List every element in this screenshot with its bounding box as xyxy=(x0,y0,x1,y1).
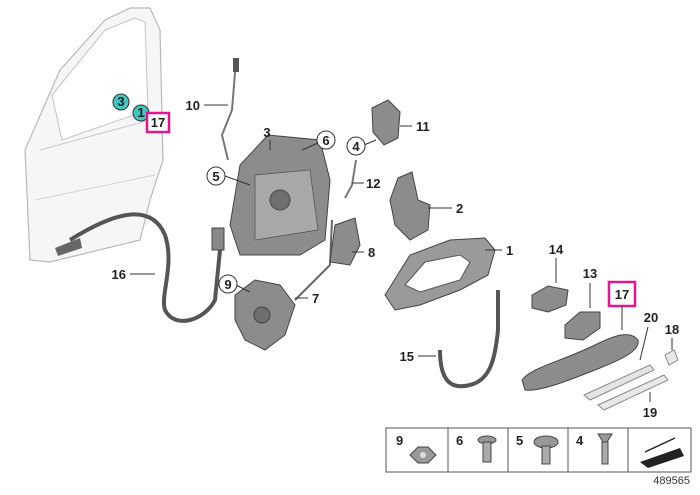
svg-text:16: 16 xyxy=(112,267,126,282)
svg-text:18: 18 xyxy=(665,322,679,337)
svg-text:14: 14 xyxy=(549,242,564,257)
callout-5: 5 xyxy=(206,166,251,186)
svg-text:3: 3 xyxy=(117,94,124,109)
svg-text:10: 10 xyxy=(186,98,200,113)
part-15-cable: 15 xyxy=(400,290,500,389)
svg-text:13: 13 xyxy=(583,266,597,281)
callout-9: 9 xyxy=(218,274,251,294)
fastener-6-label: 6 xyxy=(456,433,463,448)
svg-text:6: 6 xyxy=(322,133,329,148)
front-door-outline xyxy=(24,7,164,263)
fastener-9-label: 9 xyxy=(396,433,403,448)
svg-text:17: 17 xyxy=(615,287,629,302)
svg-text:5: 5 xyxy=(212,169,219,184)
part-14-cap: 14 xyxy=(531,242,569,313)
door-marker-3: 3 xyxy=(112,93,130,111)
part-18-end-cap: 18 xyxy=(664,322,679,366)
callout-6: 6 xyxy=(301,130,336,151)
door-marker-17: 17 xyxy=(145,111,171,134)
svg-text:15: 15 xyxy=(400,349,414,364)
callout-4: 4 xyxy=(346,136,377,156)
part-8-bracket: 8 xyxy=(329,217,375,266)
part-1-handle-carrier: 1 xyxy=(384,237,513,311)
trim-wedge-icon xyxy=(640,448,684,468)
part-20-trim-strip: 20 xyxy=(583,310,658,401)
svg-text:1: 1 xyxy=(137,105,144,120)
fastener-5-label: 5 xyxy=(516,433,523,448)
svg-text:4: 4 xyxy=(352,139,360,154)
svg-text:20: 20 xyxy=(644,310,658,325)
svg-text:12: 12 xyxy=(366,176,380,191)
svg-text:9: 9 xyxy=(224,277,231,292)
part-12-wire: 12 xyxy=(344,159,380,199)
door-latch-mount xyxy=(55,238,82,256)
svg-text:7: 7 xyxy=(312,291,319,306)
part-7-lock-actuator: 7 xyxy=(234,219,333,351)
svg-text:3: 3 xyxy=(263,125,270,140)
part-10-lock-rod: 10 xyxy=(186,58,239,161)
diagram-id: 489565 xyxy=(653,475,690,487)
fastener-table: 9 6 5 4 xyxy=(385,427,692,473)
part-2-seal-carrier: 2 xyxy=(389,171,463,241)
svg-text:17: 17 xyxy=(151,115,165,130)
svg-text:8: 8 xyxy=(368,245,375,260)
svg-text:19: 19 xyxy=(643,405,657,420)
part-3-door-lock: 3 xyxy=(229,125,331,256)
part-19-trim-strip: 19 xyxy=(597,374,669,420)
part-13-cap: 13 xyxy=(564,266,601,341)
svg-text:2: 2 xyxy=(456,201,463,216)
svg-text:1: 1 xyxy=(506,243,513,258)
part-17-outer-handle: 17 xyxy=(521,280,639,391)
fastener-4-label: 4 xyxy=(576,433,584,448)
svg-text:11: 11 xyxy=(416,119,430,134)
part-16-bowden-cable: 16 xyxy=(68,212,225,323)
part-11-striker: 11 xyxy=(371,99,430,146)
